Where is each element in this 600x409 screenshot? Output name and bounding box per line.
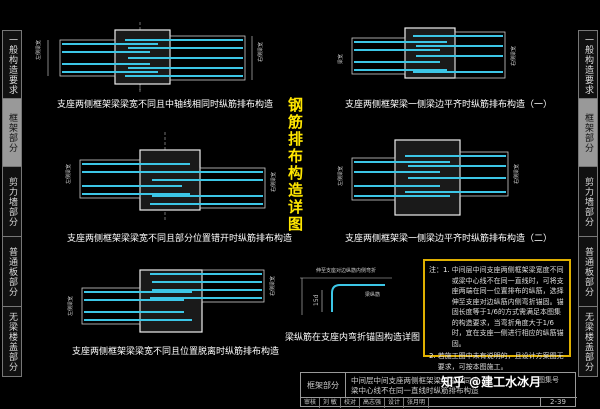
left-tab-general[interactable]: 一般构造要求 <box>3 31 21 99</box>
note-1: 注：1. 中间层中间支座两侧框架梁宽度不同或梁中心线不在同一直线时，可将支座两端… <box>429 265 565 349</box>
note-2-text: 若施工图中未有说明的，且设计方案图无要求，可按本图施工。 <box>437 352 564 371</box>
diagram-1-centered: 左侧梁宽 右侧梁宽 <box>35 22 264 92</box>
left-tab-slab-label: 普通板部分 <box>7 246 17 297</box>
left-section-tabs: 一般构造要求 框架部分 剪力墙部分 普通板部分 无梁楼盖部分 <box>2 30 22 377</box>
left-tab-flat-slab[interactable]: 无梁楼盖部分 <box>3 307 21 376</box>
notes-box: 注：1. 中间层中间支座两侧框架梁宽度不同或梁中心线不在同一直线时，可将支座两端… <box>423 259 571 371</box>
d4-left-width-label: 左侧梁宽 <box>337 166 344 186</box>
right-tab-general-label: 一般构造要求 <box>583 34 593 95</box>
d2-right-width-label: 右侧梁宽 <box>510 46 517 66</box>
left-tab-slab[interactable]: 普通板部分 <box>3 237 21 307</box>
d2-left-width-label: 梁宽 <box>337 54 344 64</box>
diagram-6-hook-detail: 15d 伸至支座对边纵筋内侧弯折 梁纵筋 <box>300 267 392 315</box>
caption-diagram-1: 支座两侧框架梁梁宽不同且中轴线相同时纵筋排布构造 <box>57 100 274 110</box>
d3-left-width-label: 左侧梁宽 <box>65 164 72 184</box>
right-tab-slab-label: 普通板部分 <box>583 246 593 297</box>
d5-left-width-label: 左侧梁宽 <box>67 296 74 316</box>
drawing-title: 钢筋排布构造详图 <box>286 97 304 233</box>
left-tab-flat-slab-label: 无梁楼盖部分 <box>7 311 17 372</box>
right-tab-flat-slab[interactable]: 无梁楼盖部分 <box>579 307 597 376</box>
right-section-tabs: 一般构造要求 框架部分 剪力墙部分 普通板部分 无梁楼盖部分 <box>578 30 598 377</box>
right-tab-flat-slab-label: 无梁楼盖部分 <box>583 311 593 372</box>
diagram-2-edge-flush-1: 梁宽 右侧梁宽 <box>337 27 517 79</box>
diagram-5-detached: 左侧梁宽 右侧梁宽 <box>67 269 276 333</box>
left-tab-shear-wall-label: 剪力墙部分 <box>7 176 17 227</box>
caption-diagram-4: 支座两侧框架梁一侧梁边平齐时纵筋排布构造（二） <box>345 234 553 244</box>
title-block: 框架部分 中间层中间支座两侧框架梁梁宽不同或 梁中心线不在同一直线时纵筋排布构造… <box>300 372 577 408</box>
sig-check-name: 高志强 <box>360 398 385 408</box>
d6-anchor-note: 伸至支座对边纵筋内侧弯折 <box>316 267 376 274</box>
d6-bar-label: 梁纵筋 <box>365 291 380 298</box>
caption-diagram-3: 支座两侧框架梁梁宽不同且部分位置错开时纵筋排布构造 <box>67 234 293 244</box>
atlas-label: 图集号 <box>538 376 559 384</box>
d1-right-width-label: 右侧梁宽 <box>257 42 264 62</box>
diagram-4-edge-flush-2: 左侧梁宽 右侧梁宽 <box>337 139 520 216</box>
note-1-key: 注：1. <box>429 266 450 274</box>
sig-review-name: 刘 敏 <box>320 398 341 408</box>
right-tab-shear-wall[interactable]: 剪力墙部分 <box>579 167 597 237</box>
note-2-key: 2. <box>429 352 436 360</box>
right-tab-frame[interactable]: 框架部分 <box>579 99 597 167</box>
right-tab-slab[interactable]: 普通板部分 <box>579 237 597 307</box>
right-tab-shear-wall-label: 剪力墙部分 <box>583 176 593 227</box>
left-tab-general-label: 一般构造要求 <box>7 34 17 95</box>
note-2: 2. 若施工图中未有说明的，且设计方案图无要求，可按本图施工。 <box>429 351 565 372</box>
sig-review-label: 审核 <box>301 398 321 408</box>
caption-diagram-2: 支座两侧框架梁一侧梁边平齐时纵筋排布构造（一） <box>345 100 553 110</box>
left-tab-shear-wall[interactable]: 剪力墙部分 <box>3 167 21 237</box>
zhihu-watermark: 知乎 @建工水冰月 <box>441 375 542 389</box>
signature-row: 审核 刘 敏 校对 高志强 设计 张月明 <box>301 397 577 408</box>
caption-diagram-5: 支座两侧框架梁梁宽不同且位置脱离时纵筋排布构造 <box>72 347 280 357</box>
diagram-3-partially-offset: 左侧梁宽 右侧梁宽 <box>65 132 277 222</box>
left-tab-frame[interactable]: 框架部分 <box>3 99 21 167</box>
d6-dim-label: 15d <box>313 294 320 306</box>
page-number: 2-39 <box>540 397 575 407</box>
left-tab-frame-label: 框架部分 <box>7 112 17 153</box>
title-block-section: 框架部分 <box>301 373 346 398</box>
d4-right-width-label: 右侧梁宽 <box>513 164 520 184</box>
caption-diagram-6: 梁纵筋在支座内弯折锚固构造详图 <box>285 333 421 343</box>
sig-design-name: 张月明 <box>404 398 429 408</box>
sig-design-label: 设计 <box>385 398 404 408</box>
title-block-line-2: 梁中心线不在同一直线时纵筋排布构造 <box>351 386 479 395</box>
sig-check-label: 校对 <box>341 398 360 408</box>
d5-right-width-label: 右侧梁宽 <box>269 276 276 296</box>
d1-left-width-label: 左侧梁宽 <box>35 40 42 60</box>
title-block-line-1: 中间层中间支座两侧框架梁梁宽不同或 <box>351 376 479 385</box>
right-tab-general[interactable]: 一般构造要求 <box>579 31 597 99</box>
d3-right-width-label: 右侧梁宽 <box>270 172 277 192</box>
note-1-text: 中间层中间支座两侧框架梁宽度不同或梁中心线不在同一直线时，可将支座两端在同一位置… <box>451 266 564 348</box>
right-tab-frame-label: 框架部分 <box>583 112 593 153</box>
